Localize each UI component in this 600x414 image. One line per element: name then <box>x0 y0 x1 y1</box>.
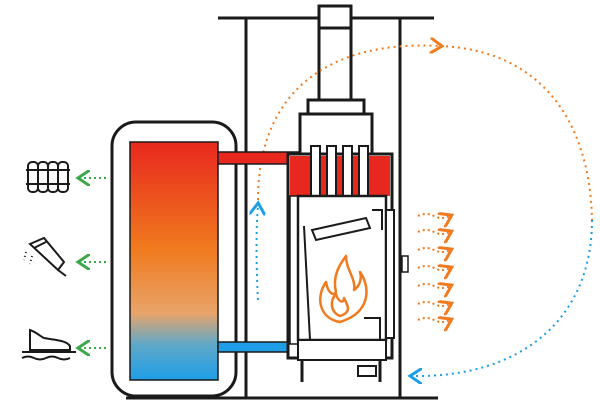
cool-air-loop-left <box>257 205 259 301</box>
warm-air-waves <box>417 214 450 322</box>
hot-pipe <box>217 151 299 165</box>
shower-icon <box>23 236 67 277</box>
stove-door <box>385 209 395 339</box>
chimney-flue <box>298 4 374 156</box>
foot-icon <box>21 328 76 361</box>
cool-air-loop <box>412 219 593 376</box>
baffle-plate <box>310 216 372 242</box>
radiator-icon <box>26 161 70 193</box>
hot-water-tank <box>110 120 238 398</box>
flame-icon <box>318 254 368 324</box>
warm-air-loop-right <box>439 45 593 221</box>
stove-body <box>286 145 409 382</box>
